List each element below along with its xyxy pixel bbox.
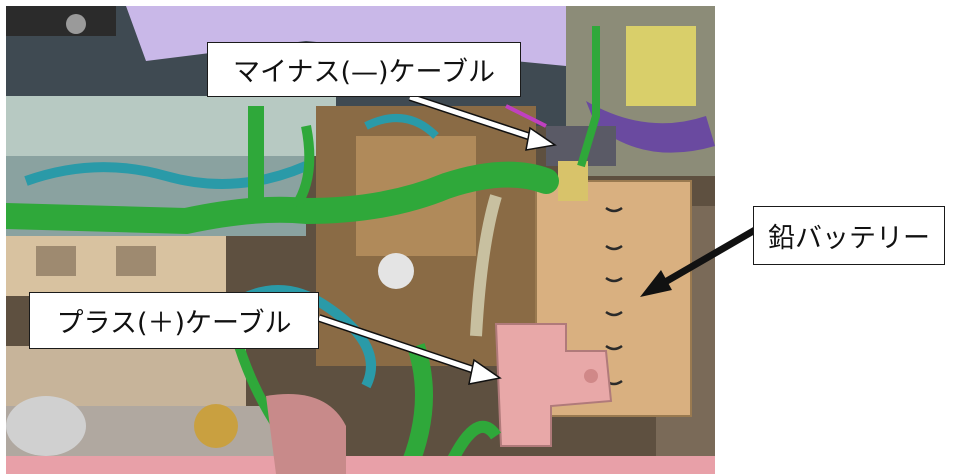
minus-cable-label: マイナス(—)ケーブル <box>207 42 521 97</box>
plus-cable-label: プラス(＋)ケーブル <box>29 292 319 349</box>
battery-label: 鉛バッテリー <box>753 206 945 265</box>
bottom-frame <box>6 456 715 474</box>
plus-terminal-cover <box>494 323 613 447</box>
left-component-block <box>6 96 336 156</box>
minus-terminal <box>558 161 588 201</box>
main-harness <box>6 161 559 235</box>
